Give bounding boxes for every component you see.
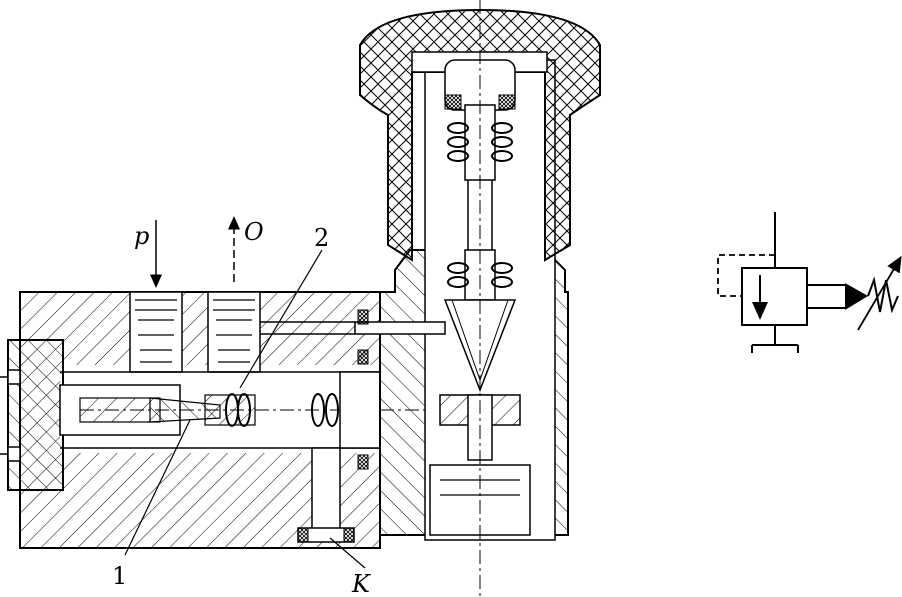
label-part-2: 2: [314, 224, 329, 252]
label-part-1: 1: [112, 562, 127, 590]
end-cap: [0, 339, 64, 491]
leader-line-part-2: [239, 249, 323, 389]
check-spring: [311, 371, 381, 449]
leader-line-k: [329, 537, 366, 569]
pilot-passage: [260, 309, 446, 470]
spool-spring: [225, 393, 251, 427]
label-p: p: [134, 222, 149, 250]
label-o: O: [244, 218, 264, 246]
relief-valve-symbol: [717, 212, 902, 353]
k-port-channel: [297, 447, 355, 543]
label-k: K: [351, 570, 372, 597]
leader-line-part-1: [124, 419, 191, 556]
